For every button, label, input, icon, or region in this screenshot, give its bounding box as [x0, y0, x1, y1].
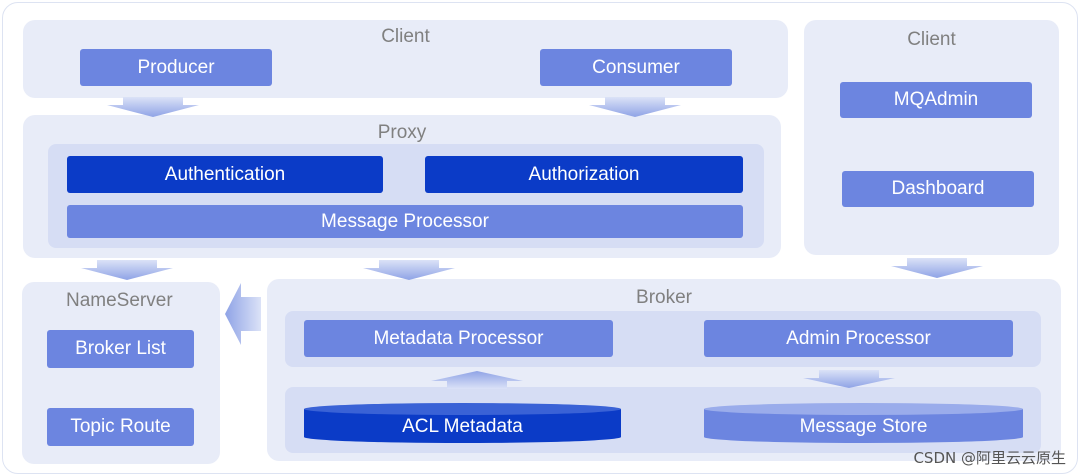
client-right-title: Client — [907, 29, 956, 50]
client-right-panel: Client MQAdmin Dashboard — [804, 20, 1059, 255]
consumer-box: Consumer — [540, 49, 732, 86]
client-top-panel: Client Producer Consumer — [23, 20, 788, 98]
acl-metadata-cylinder-top — [304, 403, 621, 415]
nameserver-title: NameServer — [66, 290, 173, 311]
broker-title: Broker — [636, 287, 692, 308]
dashboard-box: Dashboard — [842, 171, 1034, 207]
message-processor-box: Message Processor — [67, 205, 743, 238]
proxy-title: Proxy — [377, 122, 427, 143]
topic-route-box: Topic Route — [47, 408, 194, 446]
nameserver-panel: NameServer Broker List Topic Route — [22, 282, 220, 464]
message-store-cylinder: Message Store — [704, 403, 1023, 443]
proxy-inner-panel: Authentication Authorization Message Pro… — [48, 144, 764, 248]
watermark: CSDN @阿里云云原生 — [913, 449, 1066, 467]
metadata-processor-box: Metadata Processor — [304, 320, 613, 357]
authentication-box: Authentication — [67, 156, 383, 193]
mqadmin-box: MQAdmin — [840, 82, 1032, 118]
broker-processor-panel: Metadata Processor Admin Processor — [285, 311, 1041, 367]
acl-metadata-cylinder: ACL Metadata — [304, 403, 621, 443]
admin-processor-to-store-arrow-icon — [803, 370, 895, 388]
acl-metadata-label: ACL Metadata — [402, 416, 523, 437]
proxy-to-broker-arrow-icon — [363, 260, 455, 280]
producer-box: Producer — [80, 49, 272, 86]
broker-list-box: Broker List — [47, 330, 194, 368]
consumer-to-proxy-arrow-icon — [589, 97, 681, 117]
proxy-to-nameserver-arrow-icon — [81, 260, 173, 280]
authorization-box: Authorization — [425, 156, 743, 193]
broker-storage-panel: ACL Metadata Message Store — [285, 387, 1041, 453]
proxy-panel: Proxy Authentication Authorization Messa… — [23, 115, 781, 258]
client-to-broker-arrow-icon — [891, 258, 983, 278]
message-store-label: Message Store — [799, 416, 928, 437]
message-store-cylinder-top — [704, 403, 1023, 415]
acl-to-metadata-processor-arrow-icon — [431, 371, 523, 389]
broker-to-nameserver-arrow-icon — [225, 283, 261, 345]
client-top-title: Client — [381, 26, 430, 47]
producer-to-proxy-arrow-icon — [107, 97, 199, 117]
admin-processor-box: Admin Processor — [704, 320, 1013, 357]
broker-panel: Broker Metadata Processor Admin Processo… — [267, 279, 1061, 461]
